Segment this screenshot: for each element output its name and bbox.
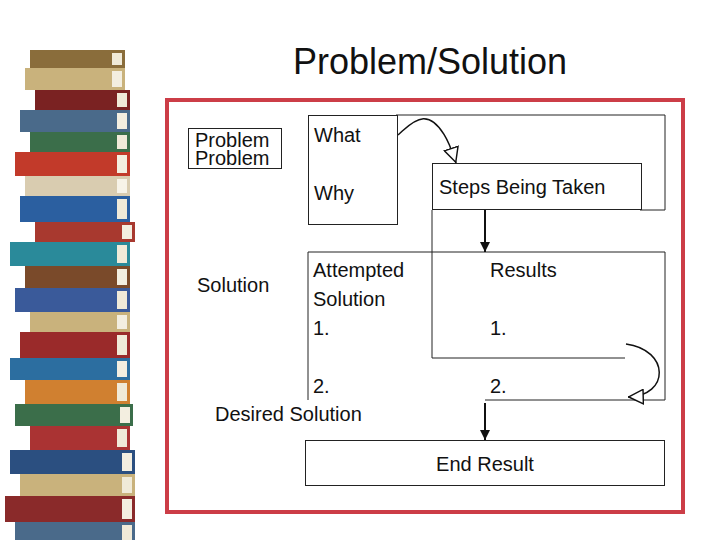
box-text: End Result (436, 452, 534, 476)
text-box: ProblemProblem (188, 128, 282, 169)
book (30, 132, 130, 152)
book (35, 90, 130, 110)
book (15, 522, 135, 540)
box-text: Problem (195, 149, 269, 167)
book (25, 266, 130, 288)
box-text: Steps Being Taken (439, 175, 605, 199)
text-box: Results 1. 2. (484, 252, 665, 403)
flow-arrow (484, 210, 486, 252)
outline-line (432, 210, 625, 358)
section-label: Desired Solution (215, 401, 362, 427)
flow-arrow (398, 119, 456, 163)
outline-line (308, 252, 665, 400)
book-stack (5, 50, 135, 540)
outline-line (396, 115, 665, 210)
box-text: 1. (313, 314, 330, 343)
box-text: Problem (195, 131, 269, 149)
book (20, 332, 130, 358)
text-box: Attempted Solution1. 2. (308, 252, 432, 403)
box-text: Attempted Solution (313, 256, 425, 314)
box-text: 2. (490, 372, 507, 401)
text-box: End Result (305, 440, 665, 486)
book (30, 312, 130, 332)
flow-arrow (484, 403, 486, 440)
text-box: Steps Being Taken (432, 163, 642, 210)
section-label: Solution (197, 272, 269, 298)
book (15, 404, 133, 426)
book (30, 426, 130, 450)
slide-title: Problem/Solution (230, 40, 630, 84)
box-text: What (314, 121, 361, 150)
box-text: 1. (490, 314, 507, 343)
box-text: 2. (313, 372, 330, 401)
book (30, 50, 125, 68)
book (20, 110, 130, 132)
box-text: Why (314, 179, 354, 208)
book (10, 358, 130, 380)
book (25, 380, 130, 404)
book (20, 196, 130, 222)
box-text: Results (490, 256, 557, 285)
book (35, 222, 135, 242)
text-box: WhatWhy (308, 115, 398, 225)
book (15, 288, 130, 312)
book (10, 242, 130, 266)
slide-frame (167, 100, 683, 512)
loop-arrow (626, 344, 659, 397)
book (20, 474, 135, 496)
book (15, 152, 130, 176)
book (25, 176, 130, 196)
book (5, 496, 135, 522)
book (25, 68, 125, 90)
book (10, 450, 135, 474)
